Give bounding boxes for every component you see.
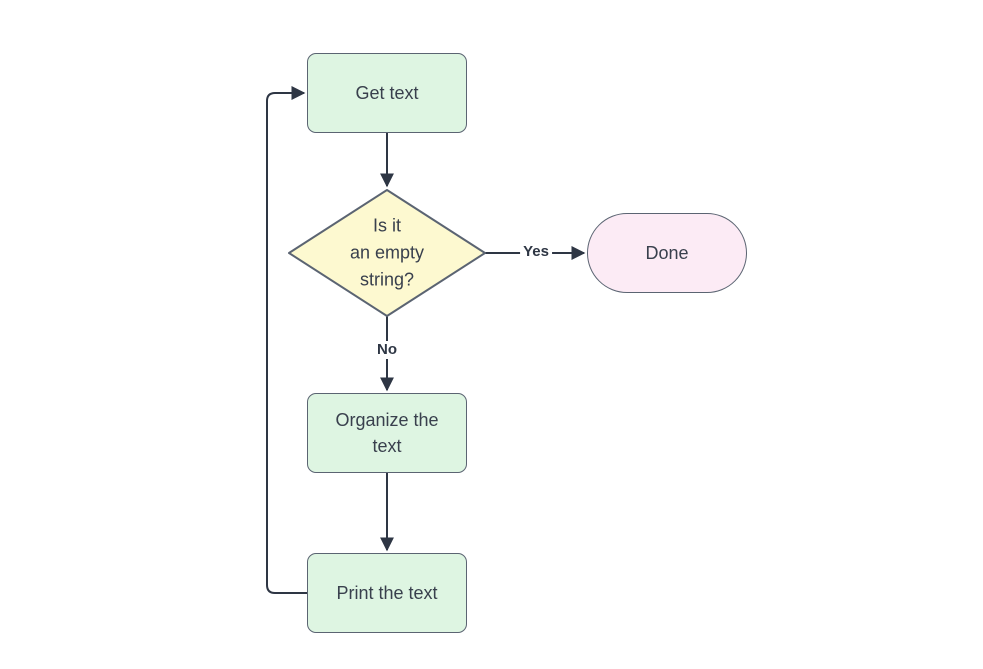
node-print-text-label: Print the text (336, 583, 438, 603)
edge-label-yes: Yes (520, 243, 552, 261)
node-done: Done (587, 213, 747, 293)
node-decision-line-1: Is it (372, 215, 402, 236)
node-print-text: Print the text (307, 553, 467, 633)
node-done-label: Done (645, 243, 689, 263)
node-decision: Is it an empty string? (350, 213, 424, 294)
node-organize-text: Organize the text (307, 393, 467, 473)
edge-label-no: No (374, 341, 400, 359)
node-organize-text-label: Organize the text (335, 407, 438, 459)
node-organize-line-1: Organize the (335, 410, 439, 430)
decision-diamond-shape (288, 189, 486, 317)
node-get-text: Get text (307, 53, 467, 133)
node-get-text-label: Get text (355, 83, 419, 103)
node-organize-line-2: text (372, 436, 402, 456)
node-decision-line-2: an empty (349, 242, 425, 263)
edge-print-to-gettext-loop (266, 86, 307, 594)
node-decision-line-3: string? (359, 269, 415, 290)
